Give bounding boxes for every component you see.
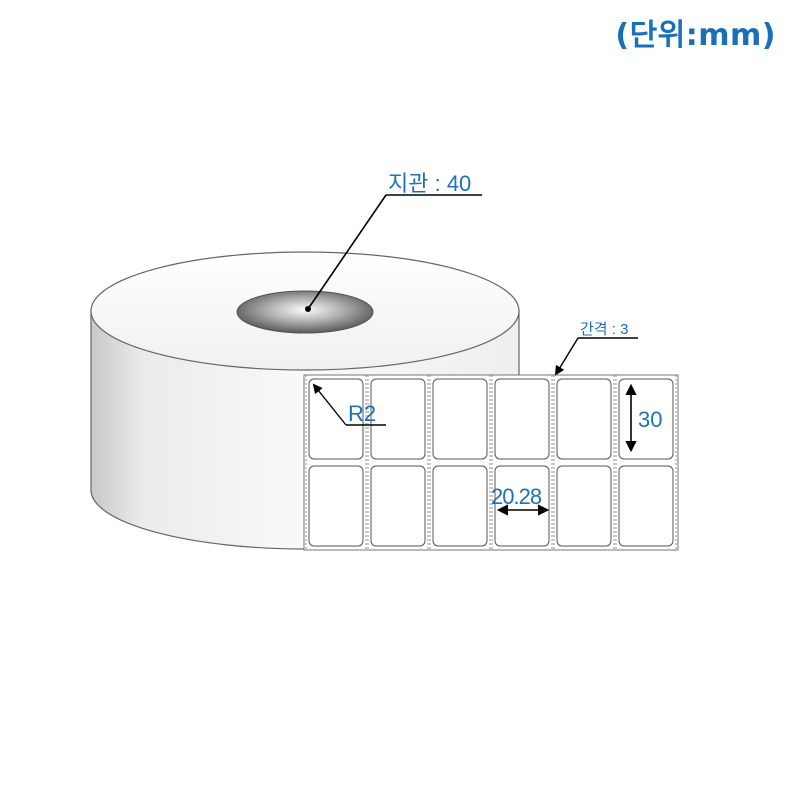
height-label: 30 bbox=[638, 407, 662, 432]
label-cell bbox=[308, 465, 364, 547]
radius-label: R2 bbox=[348, 401, 376, 426]
unit-label: (단위:mm) bbox=[615, 18, 776, 53]
gap-label: 간격 : 3 bbox=[580, 321, 628, 338]
radius-leader-line bbox=[312, 383, 347, 426]
core-hole bbox=[236, 290, 374, 334]
label-cell bbox=[370, 465, 426, 547]
label-grid bbox=[308, 378, 674, 547]
core-leader-line bbox=[307, 194, 387, 310]
label-cell bbox=[494, 378, 550, 460]
gap-leader-line bbox=[554, 337, 579, 376]
label-cell bbox=[432, 378, 488, 460]
label-cell bbox=[370, 378, 426, 460]
dashed-gap-lines bbox=[305, 375, 677, 550]
label-cell bbox=[556, 378, 612, 460]
label-cell bbox=[618, 465, 674, 547]
core-label: 지관 : 40 bbox=[388, 171, 471, 196]
label-cell bbox=[432, 465, 488, 547]
width-label: 20.28 bbox=[491, 484, 542, 509]
label-cell bbox=[556, 465, 612, 547]
label-cell bbox=[308, 378, 364, 460]
